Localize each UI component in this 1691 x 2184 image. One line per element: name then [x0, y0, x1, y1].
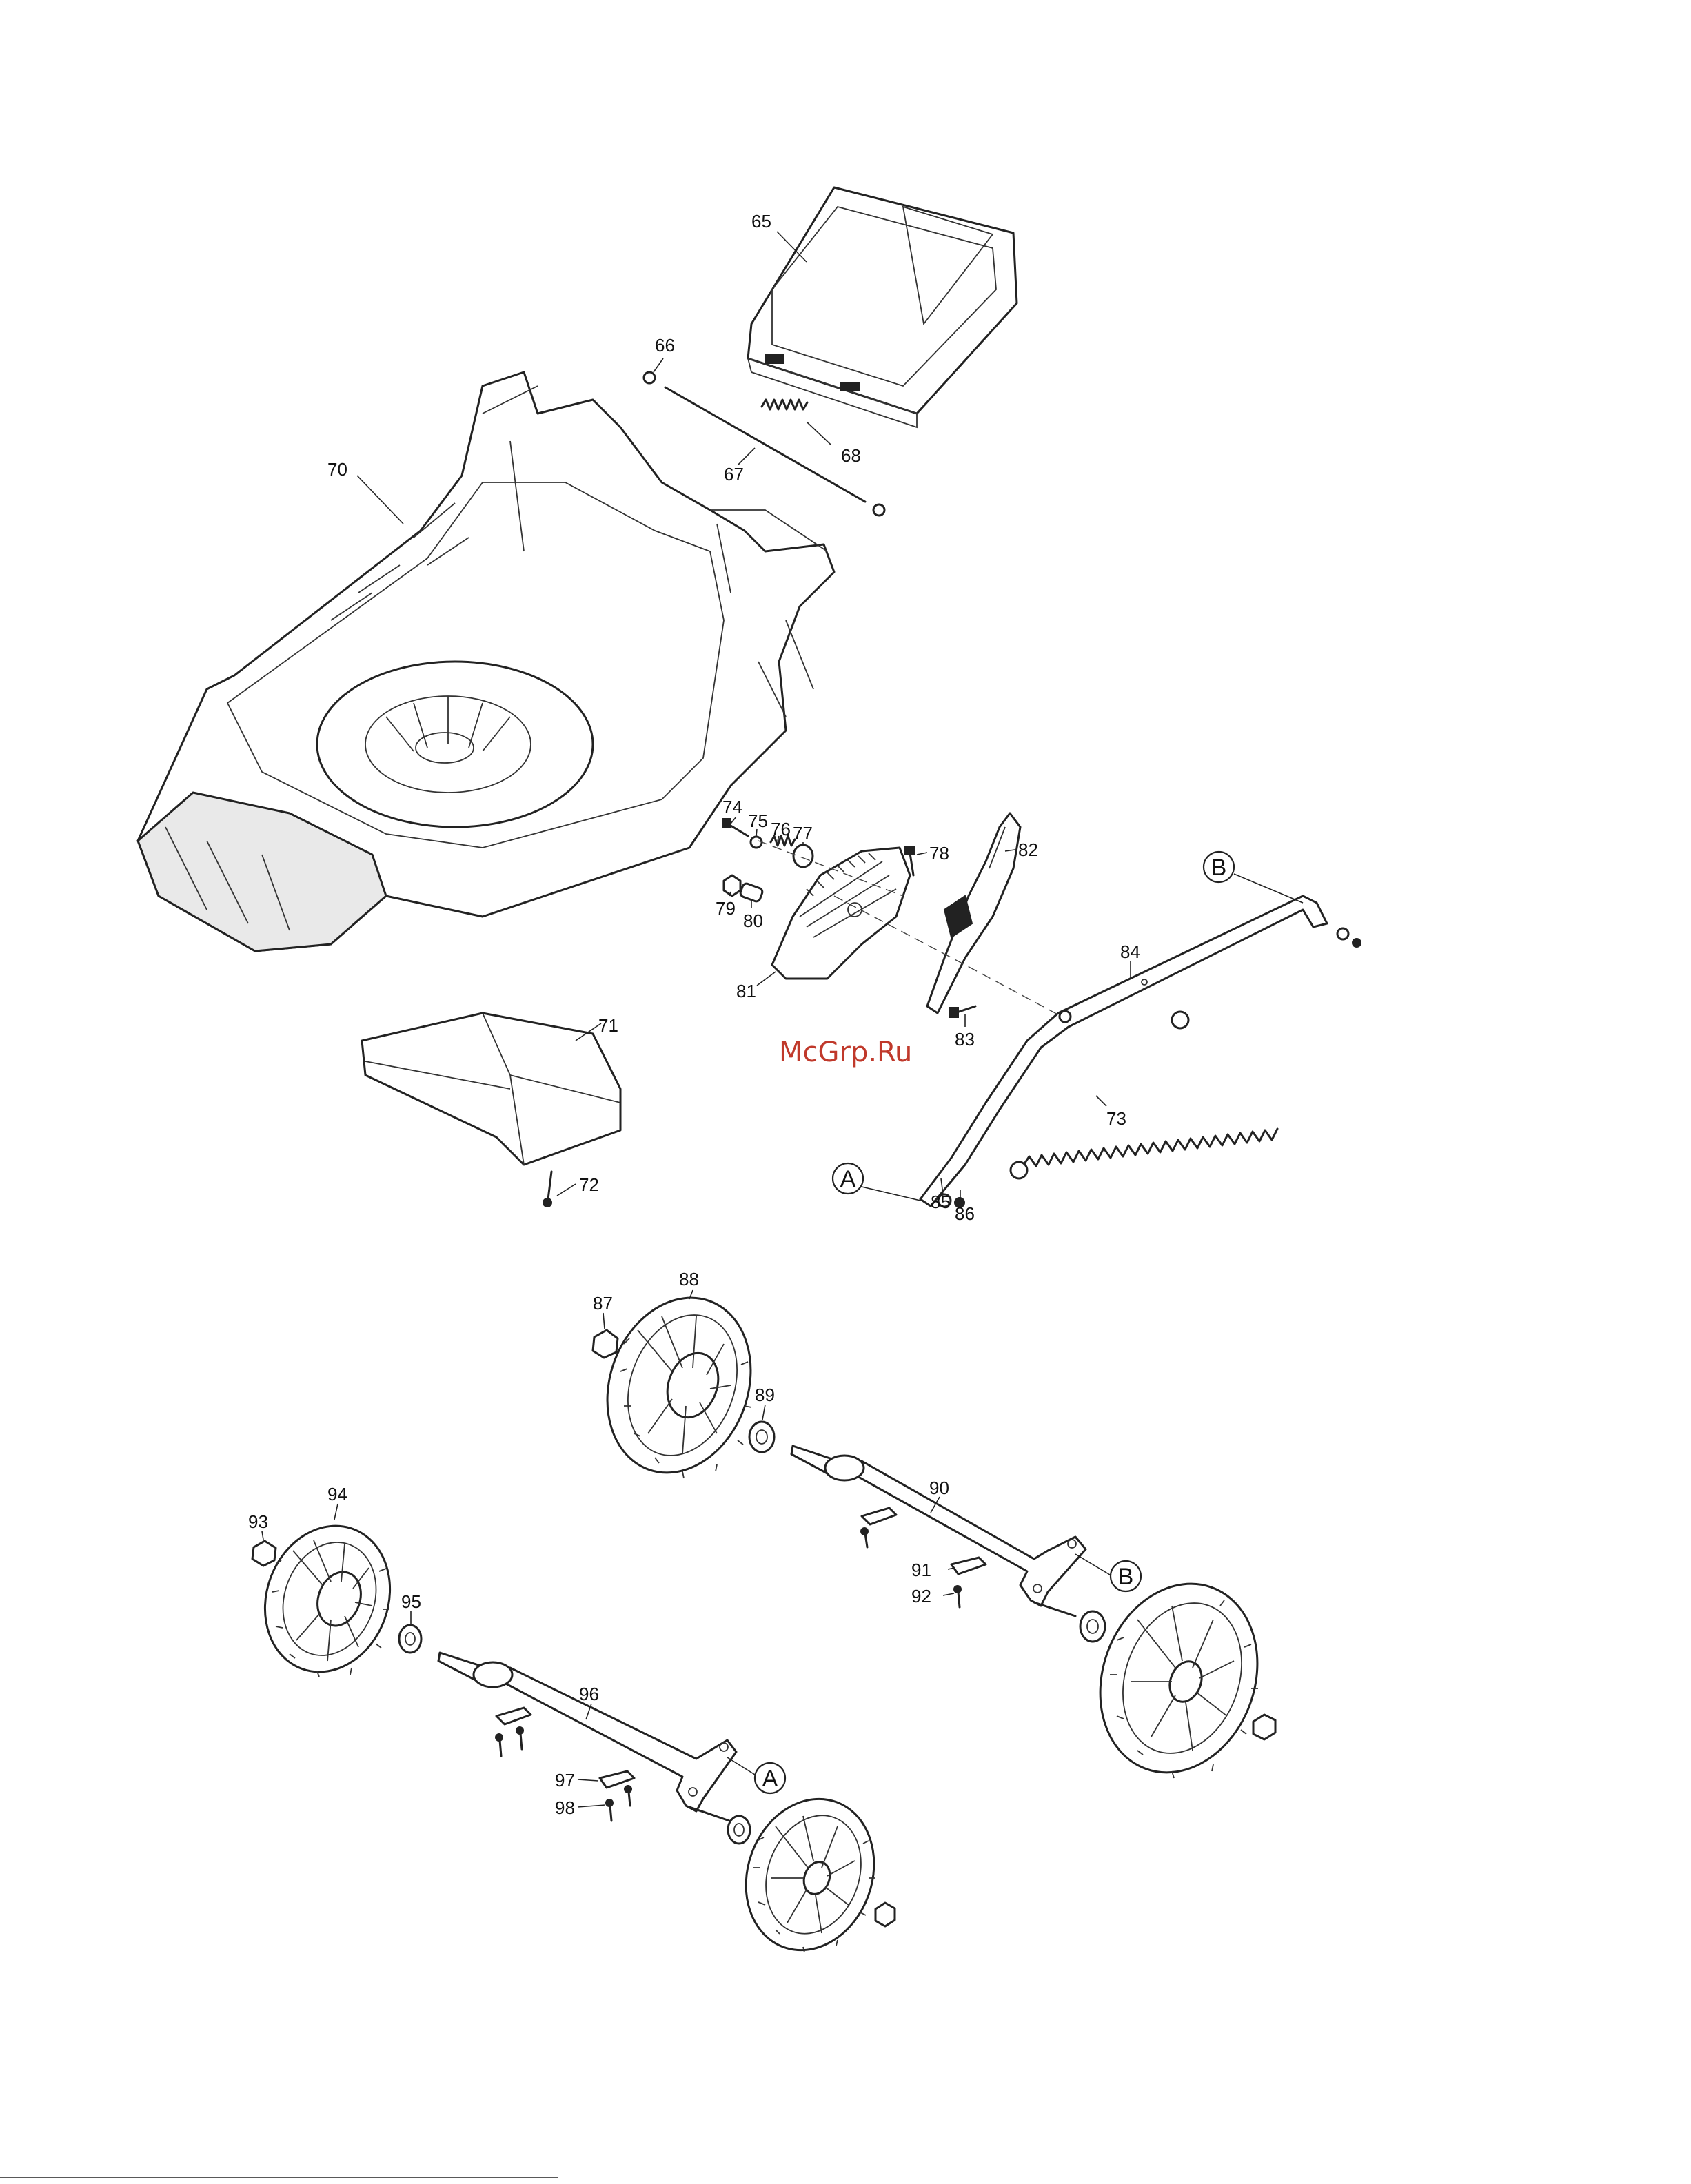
connector-a-upper: A	[833, 1163, 863, 1194]
nut-87	[593, 1330, 618, 1358]
bolt-74	[722, 819, 748, 836]
label-78: 78	[929, 843, 949, 864]
label-82: 82	[1018, 839, 1038, 860]
label-74: 74	[722, 797, 742, 817]
bearing-rear-right	[1080, 1611, 1105, 1642]
connector-b-upper: B	[1204, 852, 1234, 882]
label-92: 92	[911, 1586, 931, 1606]
clip-rod-end	[873, 504, 884, 516]
mower-deck-housing	[138, 372, 834, 951]
label-65: 65	[751, 211, 771, 232]
label-94: 94	[327, 1484, 347, 1504]
nut-front-right	[875, 1903, 895, 1926]
grass-deflector	[362, 1013, 620, 1165]
label-95: 95	[401, 1591, 421, 1612]
label-77: 77	[793, 823, 813, 844]
nut-79	[724, 875, 740, 896]
front-wheel-94	[245, 1508, 409, 1689]
spring-68	[762, 400, 807, 409]
front-wheel-right	[725, 1781, 895, 1968]
label-73: 73	[1106, 1108, 1126, 1129]
label-76: 76	[771, 819, 791, 839]
label-79: 79	[716, 898, 736, 919]
label-93: 93	[248, 1511, 268, 1532]
svg-text:A: A	[762, 1766, 778, 1792]
label-88: 88	[679, 1269, 699, 1289]
label-68: 68	[841, 445, 861, 466]
label-70: 70	[327, 459, 347, 480]
label-84: 84	[1120, 941, 1140, 962]
label-81: 81	[736, 981, 756, 1001]
label-96: 96	[579, 1684, 599, 1704]
nut-93	[252, 1541, 276, 1566]
label-98: 98	[555, 1797, 575, 1818]
label-90: 90	[929, 1478, 949, 1498]
label-86: 86	[955, 1203, 975, 1224]
label-75: 75	[748, 810, 768, 831]
label-87: 87	[593, 1293, 613, 1314]
label-71: 71	[598, 1015, 618, 1036]
nut-b-upper	[1353, 939, 1361, 947]
svg-text:A: A	[840, 1166, 856, 1192]
bolt-83	[950, 1006, 975, 1017]
height-adjust-bracket	[772, 848, 910, 979]
washer-b-upper	[1337, 928, 1348, 939]
screw-72	[543, 1172, 551, 1207]
label-72: 72	[579, 1174, 599, 1195]
svg-text:B: B	[1211, 855, 1227, 881]
label-80: 80	[743, 910, 763, 931]
clip-66	[644, 372, 655, 383]
rear-axle-90	[791, 1446, 1086, 1616]
connector-a-lower: A	[755, 1763, 785, 1793]
label-85: 85	[931, 1192, 951, 1212]
label-91: 91	[911, 1560, 931, 1580]
rear-wheel-right	[1075, 1562, 1283, 1795]
grass-box-lid	[748, 187, 1017, 427]
label-83: 83	[955, 1029, 975, 1050]
svg-text:B: B	[1118, 1564, 1134, 1590]
label-67: 67	[724, 464, 744, 484]
washer-77	[793, 845, 813, 867]
bearing-front-right	[728, 1816, 750, 1844]
label-66: 66	[655, 335, 675, 356]
bearing-89	[749, 1422, 774, 1452]
label-89: 89	[755, 1385, 775, 1405]
front-axle-96	[438, 1653, 736, 1821]
washer-75	[751, 837, 762, 848]
label-97: 97	[555, 1770, 575, 1790]
nut-rear-right	[1253, 1715, 1275, 1739]
bearing-95	[399, 1625, 421, 1653]
connector-b-lower: B	[1111, 1561, 1141, 1591]
spacer-80	[739, 882, 763, 902]
watermark-text: McGrp.Ru	[779, 1037, 912, 1068]
